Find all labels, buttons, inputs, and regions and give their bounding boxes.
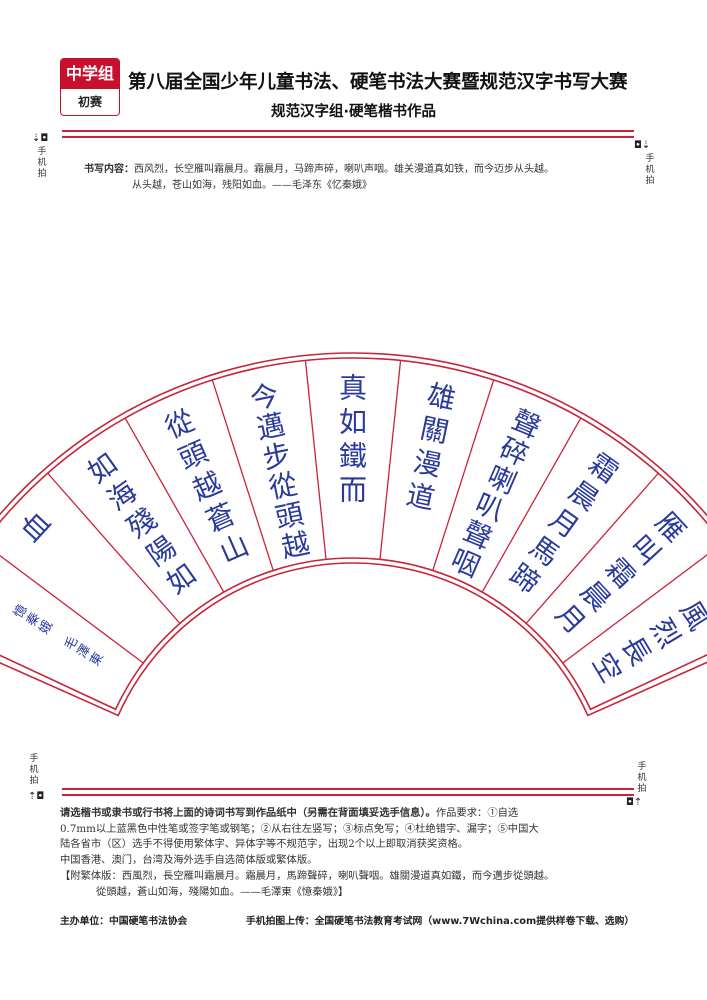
instructions-line4: 中国香港、澳门，台湾及海外选手自选简体版或繁体版。 [60, 854, 318, 867]
traditional-line1: 西風烈，長空雁叫霜晨月。霜晨月，馬蹄聲碎，喇叭聲咽。雄關漫道真如鐵，而今邁步從頭… [121, 869, 555, 882]
fan-divider [379, 360, 402, 560]
fan-divider [47, 472, 181, 624]
bottom-rule-lower [62, 794, 634, 796]
fan-character: 越 [278, 527, 312, 565]
fan-character: 步 [260, 438, 294, 476]
fan-character: 西 [702, 578, 707, 619]
writing-content-line2: 从头越，苍山如海，残阳如血。——毛泽东《忆秦娥》 [132, 180, 372, 191]
fan-divider [0, 554, 144, 664]
page-subtitle: 规范汉字组·硬笔楷书作品 [270, 104, 436, 120]
instructions-lead: 请选楷书或隶书或行书将上面的诗词书写到作品纸中（另需在背面填妥选手信息）。 [60, 807, 436, 819]
fan-character: 道 [403, 478, 437, 516]
fan-character: 血 [14, 505, 57, 548]
instructions: 请选楷书或隶书或行书将上面的诗词书写到作品纸中（另需在背面填妥选手信息）。作品要… [60, 806, 660, 900]
badge-group-label: 中学组 [61, 59, 119, 89]
camera-icon-bottom-left: ⇡◘ [28, 791, 45, 802]
upload-info: 手机拍图上传：全国硬笔书法教育考试网（www.7Wchina.com提供样卷下载… [246, 916, 635, 927]
fan-character: 從 [266, 467, 300, 505]
writing-content: 书写内容：西风烈，长空雁叫霜晨月。霜晨月，马蹄声碎，喇叭声咽。雄关漫道真如铁，而… [84, 162, 644, 194]
fan-inner-border [0, 357, 707, 711]
fan-character: 如 [339, 406, 367, 439]
traditional-label: 【附繁体版： [60, 869, 122, 882]
writing-content-line1: 西风烈，长空雁叫霜晨月。霜晨月，马蹄声碎，喇叭声咽。雄关漫道真如铁，而今迈步从头… [134, 164, 554, 175]
camera-icon-bottom-right: ◘⇡ [626, 797, 643, 808]
fan-character: 今 [247, 378, 281, 416]
fan-divider [211, 379, 274, 571]
fan-character: 而 [339, 474, 367, 507]
phone-photo-label-bottom-right: 手机拍 [637, 762, 647, 794]
fan-character: 關 [417, 411, 451, 449]
fan-character: 邁 [254, 408, 288, 446]
phone-photo-label-top-right: 手机拍 [645, 154, 655, 186]
fan-character: 頭 [272, 497, 306, 535]
badge-round-label: 初赛 [77, 95, 102, 109]
phone-photo-label-top-left: 手机拍 [37, 147, 47, 179]
traditional-line2: 從頭越，蒼山如海，殘陽如血。——毛澤東《憶秦娥》】 [96, 885, 349, 898]
fan-character: 真 [339, 372, 367, 405]
organizer: 主办单位：中国硬笔书法协会 [60, 916, 188, 927]
instructions-line2: 0.7mm以上蓝黑色中性笔或签字笔或钢笔；②从右往左竖写；③标点免写；④杜绝错字… [60, 822, 539, 835]
fan-divider [481, 417, 582, 593]
fan-divider [525, 472, 659, 624]
fan-divider [124, 417, 225, 593]
fan-divider [432, 379, 495, 571]
fan-character: 漫 [410, 445, 444, 483]
phone-photo-label-bottom-left: 手机拍 [29, 754, 39, 786]
fan-outer-border [0, 352, 707, 717]
fan-character: 雄 [424, 378, 458, 416]
fan-divider [304, 360, 327, 560]
fan-divider [562, 554, 707, 664]
camera-icon-top-left: ⇣◘ [32, 133, 49, 144]
fan-frame [0, 352, 707, 717]
top-rule-lower [62, 136, 634, 138]
bottom-rule-upper [62, 788, 634, 790]
writing-content-label: 书写内容： [84, 164, 134, 175]
fan-character: 鐵 [339, 440, 367, 473]
group-badge: 中学组 初赛 [60, 58, 120, 116]
camera-icon-top-right: ◘⇣ [634, 140, 651, 151]
instructions-line3: 陆各省市（区）选手不得使用繁体字、异体字等不规范字，出现2个以上即取消获奖资格。 [60, 838, 469, 851]
page-title: 第八届全国少年儿童书法、硬笔书法大赛暨规范汉字书写大赛 [128, 72, 628, 93]
instructions-requirements-start: 作品要求：①自选 [435, 807, 519, 819]
top-rule-upper [62, 130, 634, 132]
fan-text: 西風烈長空雁叫霜晨月霜晨月馬蹄聲碎喇叭聲咽雄關漫道真如鐵而今邁步從頭越從頭越蒼山… [11, 372, 707, 689]
